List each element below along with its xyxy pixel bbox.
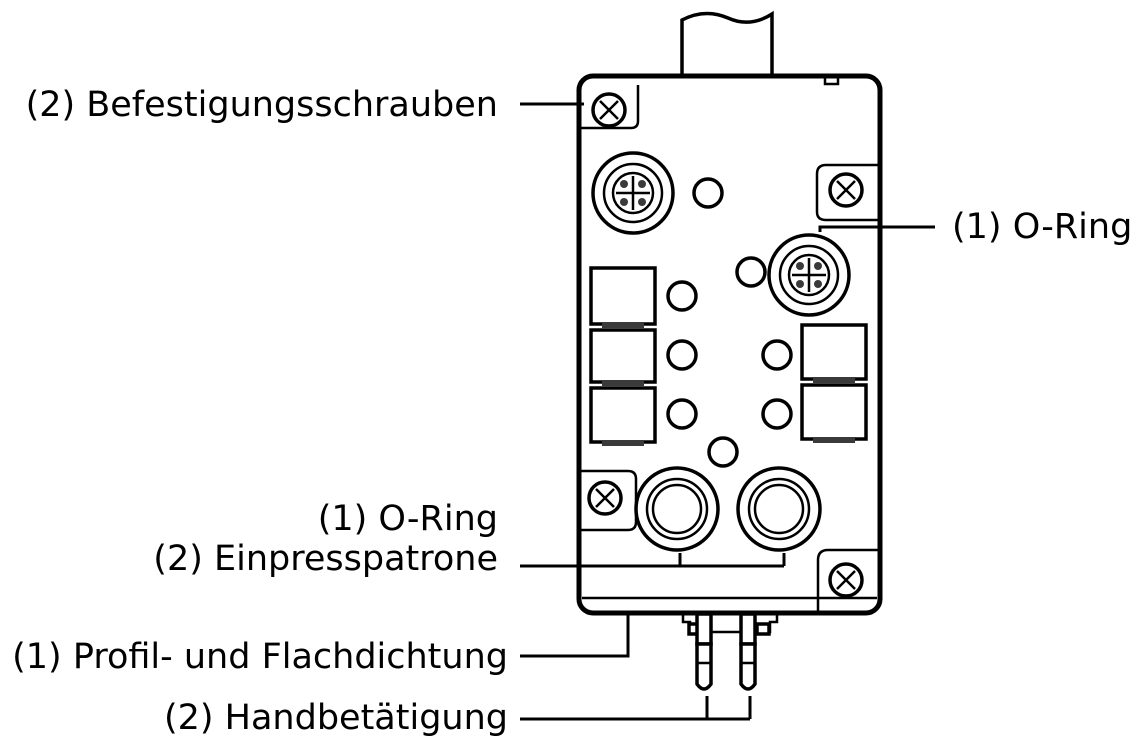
led-indicator-icon [707,436,739,468]
label-windows-right [800,323,868,443]
led-indicator-icon [761,339,793,371]
label-o-ring-bottom: (1) O-Ring [318,499,498,539]
led-indicator-icon [666,339,698,371]
label-handbetaetigung: (2) Handbetätigung [164,698,508,737]
led-indicator-icon [761,398,793,430]
m12-connector-right [767,233,851,317]
led-indicators [666,177,793,468]
manual-override-pins [681,612,779,691]
cable [680,10,774,80]
label-befestigungsschrauben: (2) Befestigungsschrauben [26,85,498,125]
top-notch [823,76,840,86]
screw-top-left [579,85,640,130]
label-einpresspatrone: (2) Einpresspatrone [153,539,498,579]
leader-lines [520,102,935,721]
label-profil-flachdichtung: (1) Profil- und Flachdichtung [12,637,508,677]
label-windows-left [589,266,657,446]
led-indicator-icon [735,256,767,288]
led-indicator-icon [666,398,698,430]
led-indicator-icon [666,280,698,312]
led-indicator-icon [692,177,724,209]
screw-right-upper [815,163,880,222]
label-o-ring-right: (1) O-Ring [952,207,1132,247]
screw-bottom-right [816,548,880,612]
pneumatic-port-left [634,466,720,552]
pneumatic-port-right [736,466,822,552]
m12-connector-top-left [591,151,675,235]
